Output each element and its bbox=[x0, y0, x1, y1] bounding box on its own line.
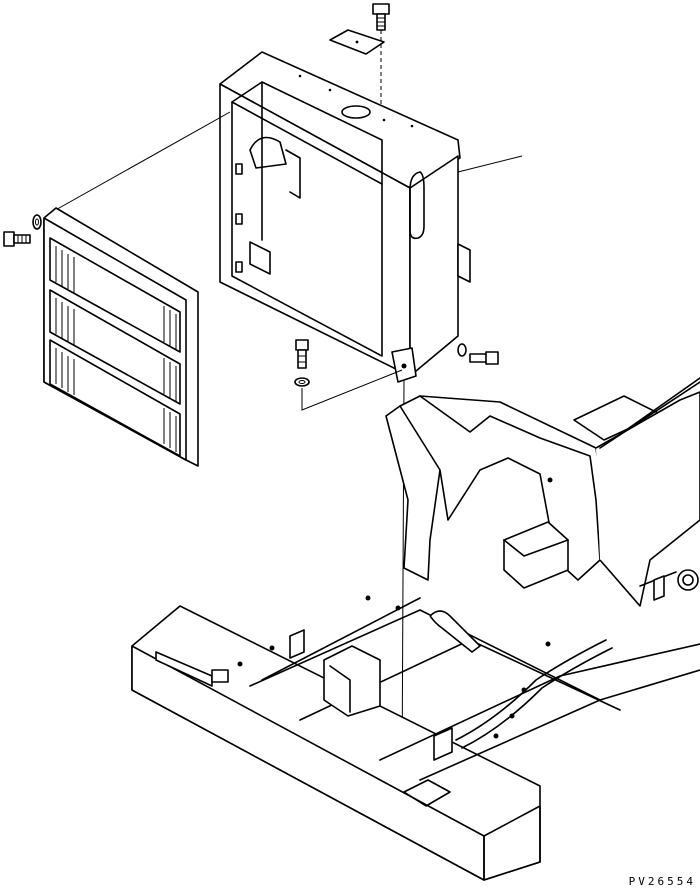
louver-grille bbox=[43, 207, 199, 467]
bolt-top bbox=[372, 3, 390, 31]
washer-left bbox=[32, 214, 42, 230]
bolt-right bbox=[469, 351, 499, 365]
cover-plate bbox=[329, 29, 385, 55]
battery-box bbox=[219, 51, 471, 383]
leader-line bbox=[51, 111, 231, 213]
revolving-frame bbox=[131, 377, 700, 881]
leader-line bbox=[301, 369, 403, 411]
washer-lower bbox=[294, 377, 310, 387]
leader-line bbox=[457, 155, 523, 173]
bolt-left bbox=[3, 231, 31, 247]
bolt-lower bbox=[295, 339, 309, 369]
washer-right bbox=[457, 343, 467, 357]
diagram-reference-code: PV26554 bbox=[628, 875, 696, 888]
